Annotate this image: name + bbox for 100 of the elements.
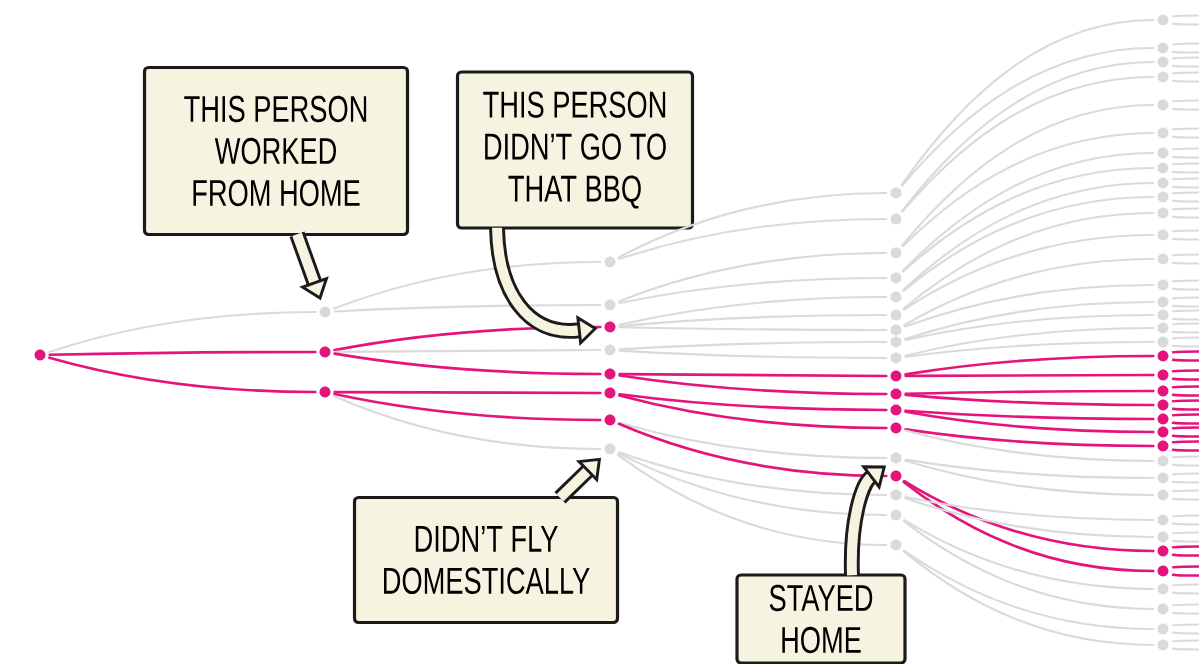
branch-line [1171, 317, 1199, 321]
branch-line [902, 519, 1155, 611]
branch-line [618, 340, 888, 351]
branch-line [1171, 107, 1199, 111]
branch-line [618, 421, 888, 460]
branch-line [1171, 421, 1199, 425]
branch-line [618, 217, 888, 260]
branch-line [1171, 369, 1199, 373]
branch-line [332, 394, 602, 451]
branch-line [1171, 393, 1199, 397]
branch-line [616, 453, 888, 547]
branch-line [1171, 539, 1199, 543]
branch-line [1171, 279, 1199, 283]
branch-line [1171, 135, 1199, 139]
branch-line [1171, 330, 1199, 334]
branch-line [618, 295, 888, 326]
branch-line [1171, 147, 1199, 151]
branch-line [1171, 545, 1199, 549]
branch-line [1171, 522, 1199, 526]
branch-line [1171, 448, 1199, 452]
branch-line [1171, 639, 1199, 643]
branch-line [903, 257, 1155, 327]
branch-line [1171, 565, 1199, 569]
branch-line [618, 276, 888, 305]
branch-line [1171, 199, 1199, 203]
branch-line [1171, 623, 1199, 627]
branch-line [1171, 480, 1199, 484]
callout-box: THIS PERSON WORKED FROM HOME [142, 65, 410, 237]
branch-line [618, 374, 888, 396]
branch-line [904, 409, 1155, 421]
branch-line [1171, 237, 1199, 241]
callout-box: STAYED HOME [735, 573, 907, 664]
branch-line [1171, 407, 1199, 411]
branch-line [1171, 229, 1199, 233]
branch-line [904, 313, 1155, 341]
branch-line [1171, 573, 1199, 577]
branch-line [618, 251, 888, 303]
branch-line [1171, 71, 1199, 75]
branch-line [1171, 531, 1199, 535]
branch-line [1171, 413, 1199, 417]
branch-line [1171, 647, 1199, 651]
branch-line [617, 452, 888, 517]
branch-line [1171, 553, 1199, 557]
branch-line [1171, 155, 1199, 159]
branch-line [618, 451, 888, 497]
branch-line [904, 410, 1155, 434]
branch-line [1171, 583, 1199, 587]
branch-line [1171, 50, 1199, 54]
branch-line [1171, 99, 1199, 103]
branch-line [903, 519, 1155, 591]
branch-line [1171, 350, 1199, 354]
branch-line [904, 429, 1155, 463]
branch-line [1171, 56, 1199, 60]
branch-line [903, 233, 1155, 311]
branch-line [904, 283, 1155, 328]
branch-line [618, 372, 888, 378]
branch-line [617, 191, 888, 259]
branch-line [1171, 296, 1199, 300]
branch-line [902, 211, 1155, 310]
branch-line [48, 356, 317, 394]
branch-line [1171, 358, 1199, 362]
branch-line [904, 458, 1155, 480]
branch-line [901, 46, 1155, 187]
branch-line [1171, 22, 1199, 26]
branch-line [1171, 440, 1199, 444]
branch-line [904, 340, 1155, 358]
branch-line [1171, 253, 1199, 257]
branch-line [904, 497, 1155, 539]
branch-line [1171, 162, 1199, 166]
branch-line [904, 393, 1155, 407]
branch-line [617, 422, 888, 478]
branch-line [618, 349, 888, 360]
branch-line [48, 350, 317, 357]
branch-line [1171, 170, 1199, 174]
branch-line [902, 480, 1155, 573]
branch-line [904, 354, 1155, 376]
branch-line [1171, 497, 1199, 501]
branch-line [901, 103, 1155, 247]
branch-line [1171, 177, 1199, 181]
branch-line [1171, 489, 1199, 493]
branch-line [1171, 215, 1199, 219]
branch-line [1171, 426, 1199, 430]
branch-line [1171, 261, 1199, 265]
branch-line [1171, 591, 1199, 595]
branch-line [900, 18, 1155, 187]
branch-line [904, 373, 1155, 378]
branch-line [618, 394, 888, 430]
branch-line [1171, 603, 1199, 607]
branch-line [1171, 385, 1199, 389]
callout-box: THIS PERSON DIDN’T GO TO THAT BBQ [455, 70, 695, 230]
branch-line [1171, 185, 1199, 189]
branch-line [1171, 514, 1199, 518]
branch-line [1171, 434, 1199, 438]
branch-line [902, 549, 1155, 631]
branch-line [1171, 287, 1199, 291]
branch-line [1171, 631, 1199, 635]
branch-line [904, 495, 1155, 522]
branch-line [904, 428, 1155, 448]
branch-line [618, 392, 888, 412]
branch-line [333, 352, 602, 376]
